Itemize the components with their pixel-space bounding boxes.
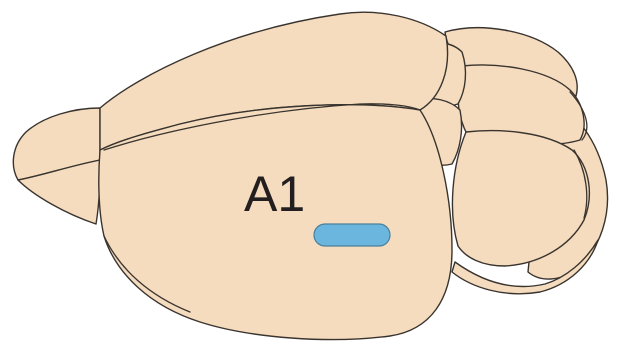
a1-region-marker <box>314 224 390 246</box>
a1-label: A1 <box>244 166 305 222</box>
cortex-lateral-surface <box>99 105 452 340</box>
olfactory-bulb <box>13 108 100 224</box>
